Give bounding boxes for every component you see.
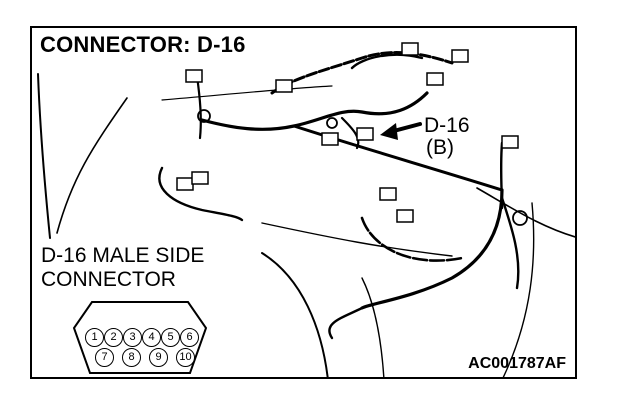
wheel-arch [261, 252, 329, 377]
rear-riser [499, 141, 504, 210]
lower-branch [328, 306, 364, 340]
male-side-label-line1: D-16 MALE SIDE [41, 244, 205, 267]
pin-1: 1 [85, 328, 104, 347]
diagram-title: CONNECTOR: D-16 [40, 32, 246, 57]
pin-4: 4 [142, 328, 161, 347]
callout-arrowhead [380, 123, 398, 140]
grommet-center [326, 117, 338, 129]
loose-branch [158, 166, 244, 222]
connector-roof [275, 79, 293, 93]
mid-branch [360, 216, 464, 262]
connector-left-2 [191, 171, 209, 185]
diagram-frame: CONNECTOR: D-16 D-16 (B) D-16 MALE SIDE … [30, 26, 577, 379]
rear-harness [360, 188, 504, 310]
callout-sub: (B) [426, 136, 454, 159]
connector-mid-2 [396, 209, 414, 223]
connector-callout: D-16 (B) [424, 115, 470, 159]
pin-2: 2 [104, 328, 123, 347]
pin-5: 5 [161, 328, 180, 347]
grommet-right [512, 210, 528, 226]
main-harness [200, 91, 429, 131]
connector-upper-1 [401, 42, 419, 56]
diagram-code: AC001787AF [468, 355, 566, 372]
d16-branch [340, 116, 360, 150]
upper-harness [270, 51, 454, 95]
connector-mid-1 [379, 187, 397, 201]
floor-line [261, 222, 453, 257]
pin-8: 8 [122, 348, 141, 367]
pin-9: 9 [149, 348, 168, 367]
connector-upper-3 [426, 72, 444, 86]
connector-d16 [356, 127, 374, 141]
right-pillar-line [502, 202, 535, 377]
rear-side-branch [500, 196, 520, 290]
pin-10: 10 [176, 348, 195, 367]
connector-center-1 [321, 132, 339, 146]
pin-3: 3 [123, 328, 142, 347]
left-panel-edge [37, 73, 51, 239]
male-side-label-line2: CONNECTOR [41, 268, 176, 291]
left-riser [195, 74, 202, 140]
connector-top-left [185, 69, 203, 83]
grommet-left [197, 109, 211, 123]
left-pillar-line [56, 97, 128, 234]
male-side-label: D-16 MALE SIDE CONNECTOR [41, 244, 204, 292]
pin-7: 7 [95, 348, 114, 367]
pin-6: 6 [180, 328, 199, 347]
inner-arch [361, 277, 385, 377]
upper-loop [350, 53, 424, 70]
right-panel-edge [476, 187, 575, 238]
roof-line [161, 85, 333, 101]
connector-rear-1 [501, 135, 519, 149]
floor-harness [292, 124, 504, 192]
connector-left-1 [176, 177, 194, 191]
connector-upper-2 [451, 49, 469, 63]
harness-illustration [37, 42, 575, 377]
callout-name: D-16 [424, 114, 470, 137]
